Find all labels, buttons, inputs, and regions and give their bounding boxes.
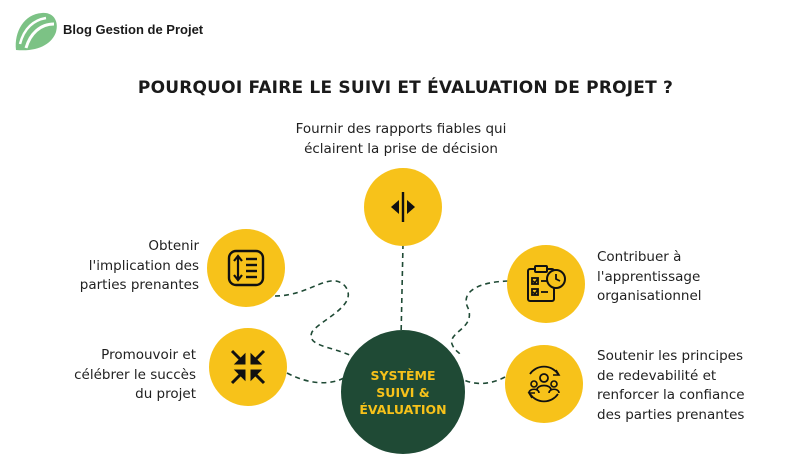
- label-right-lower-line2: de redevabilité et: [597, 367, 717, 384]
- blog-logo-icon: [15, 12, 57, 51]
- team-cycle-icon: [527, 365, 561, 403]
- label-left-lower-line2: célébrer le succès: [74, 366, 196, 383]
- connector-right-lower: [463, 376, 506, 385]
- checklist-clock-icon: [527, 265, 566, 302]
- label-right-upper-line2: l'apprentissage: [597, 268, 701, 285]
- label-left-lower-line3: du projet: [135, 386, 196, 402]
- label-top: Fournir des rapports fiables qui éclaire…: [256, 120, 546, 159]
- page-title: POURQUOI FAIRE LE SUIVI ET ÉVALUATION DE…: [137, 78, 674, 98]
- connector-left-upper: [274, 280, 353, 357]
- label-right-upper: Contribuer à l'apprentissage organisatio…: [597, 248, 787, 307]
- label-left-upper: Obtenir l'implication des parties prenan…: [60, 237, 199, 296]
- node-left-upper-circle: [207, 229, 285, 307]
- label-right-upper-line1: Contribuer à: [597, 249, 682, 265]
- connector-right-upper: [451, 280, 509, 356]
- center-line3: ÉVALUATION: [359, 401, 447, 417]
- node-left-lower-circle: [209, 328, 287, 406]
- label-left-upper-line2: l'implication des: [88, 257, 199, 274]
- connector-left-lower: [286, 372, 345, 384]
- node-top-circle: [364, 168, 442, 246]
- label-top-line2: éclairent la prise de décision: [304, 140, 498, 157]
- center-line2: SUIVI &: [376, 384, 430, 400]
- label-left-lower-line1: Promouvoir et: [101, 347, 196, 363]
- sort-list-icon: [227, 249, 265, 287]
- label-right-lower: Soutenir les principes de redevabilité e…: [597, 347, 802, 425]
- label-left-upper-line1: Obtenir: [148, 238, 199, 254]
- label-right-lower-line1: Soutenir les principes: [597, 348, 744, 364]
- brand-name: Blog Gestion de Projet: [63, 22, 204, 37]
- label-right-lower-line3: renforcer la confiance: [597, 387, 745, 403]
- node-right-upper-circle: [507, 245, 585, 323]
- center-line1: SYSTÈME: [370, 367, 436, 383]
- label-left-upper-line3: parties prenantes: [79, 277, 199, 293]
- center-hub: SYSTÈME SUIVI & ÉVALUATION: [341, 330, 465, 454]
- connector-top: [400, 243, 404, 339]
- label-right-upper-line3: organisationnel: [597, 288, 702, 304]
- split-arrows-icon: [391, 192, 415, 222]
- label-top-line1: Fournir des rapports fiables qui: [295, 121, 507, 137]
- node-right-lower-circle: [505, 345, 583, 423]
- label-right-lower-line4: des parties prenantes: [597, 406, 745, 423]
- collapse-arrows-icon: [230, 349, 266, 385]
- label-left-lower: Promouvoir et célébrer le succès du proj…: [40, 346, 196, 405]
